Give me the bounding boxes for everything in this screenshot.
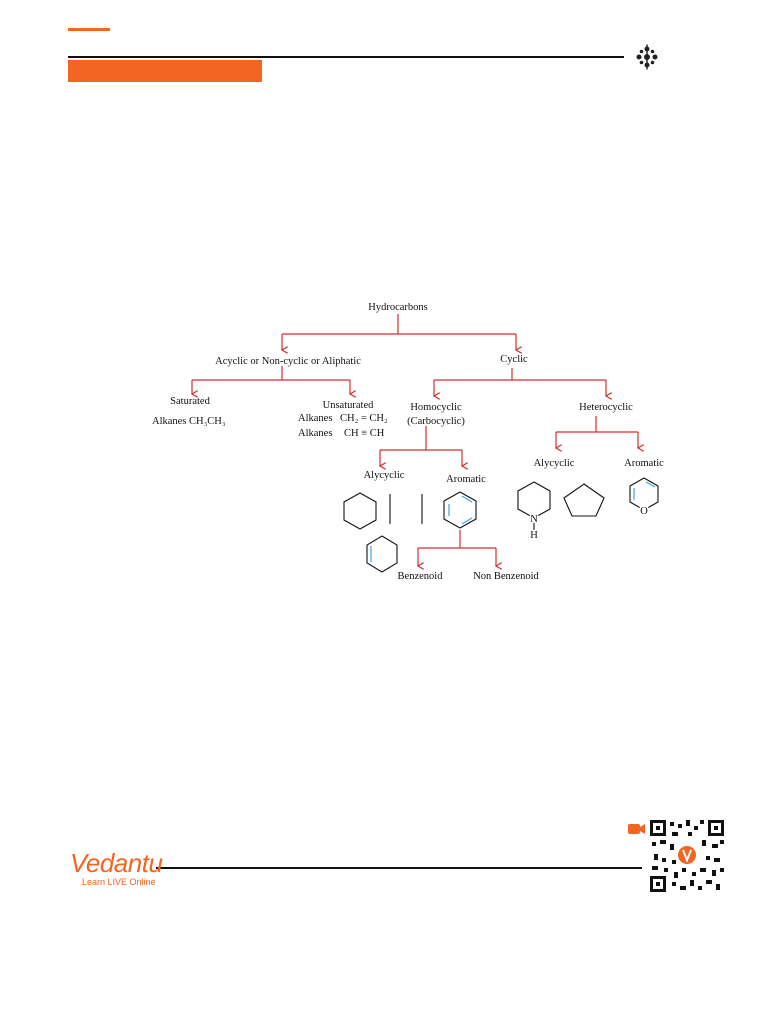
atom-hydrogen: H bbox=[530, 530, 538, 541]
unsaturated-example-2-formula: CH ≡ CH bbox=[344, 428, 385, 439]
qr-code-icon bbox=[628, 820, 724, 892]
node-carbocyclic: (Carbocyclic) bbox=[407, 416, 465, 427]
brand-name: Vedantu bbox=[70, 848, 163, 878]
atom-oxygen: O bbox=[640, 506, 648, 517]
node-homo-aromatic: Aromatic bbox=[446, 474, 486, 485]
node-benzenoid: Benzenoid bbox=[398, 571, 444, 582]
node-acyclic: Acyclic or Non-cyclic or Aliphatic bbox=[215, 356, 361, 367]
saturated-example: Alkanes CH₃CH₃ bbox=[152, 416, 226, 427]
brand-tagline: Learn LIVE Online bbox=[82, 877, 156, 887]
node-saturated: Saturated bbox=[170, 396, 210, 407]
video-camera-icon bbox=[628, 824, 645, 834]
node-hydrocarbons: Hydrocarbons bbox=[368, 302, 427, 313]
node-homocyclic: Homocyclic bbox=[410, 402, 462, 413]
vedantu-logo: Vedantu Learn LIVE Online bbox=[70, 848, 163, 888]
unsaturated-example-1-label: Alkanes bbox=[298, 413, 332, 424]
top-accent-line bbox=[68, 28, 110, 31]
cyclohexane-structure bbox=[343, 492, 377, 530]
node-heterocyclic: Heterocyclic bbox=[579, 402, 633, 413]
node-non-benzenoid: Non Benzenoid bbox=[473, 571, 539, 582]
cyclopentane-structure bbox=[563, 483, 605, 517]
header-rule bbox=[68, 56, 624, 58]
footer-rule bbox=[156, 867, 642, 869]
benzene-structure bbox=[443, 491, 477, 529]
node-cyclic: Cyclic bbox=[500, 354, 528, 365]
node-homo-alicyclic: Alycyclic bbox=[364, 470, 405, 481]
section-heading-bar bbox=[68, 60, 262, 82]
hydrocarbon-classification-diagram: Hydrocarbons Acyclic or Non-cyclic or Al… bbox=[152, 302, 664, 582]
fleur-ornament-icon bbox=[636, 44, 658, 70]
piperidine-structure bbox=[517, 481, 551, 519]
unsaturated-example-2-label: Alkanes bbox=[298, 428, 332, 439]
node-unsaturated: Unsaturated bbox=[323, 400, 374, 411]
node-hetero-alicyclic: Alycyclic bbox=[534, 458, 575, 469]
atom-nitrogen: N bbox=[530, 514, 538, 525]
cyclohexene-structure bbox=[366, 535, 398, 573]
node-hetero-aromatic: Aromatic bbox=[624, 458, 664, 469]
unsaturated-example-1-formula: CH₂ = CH₂ bbox=[340, 413, 388, 424]
